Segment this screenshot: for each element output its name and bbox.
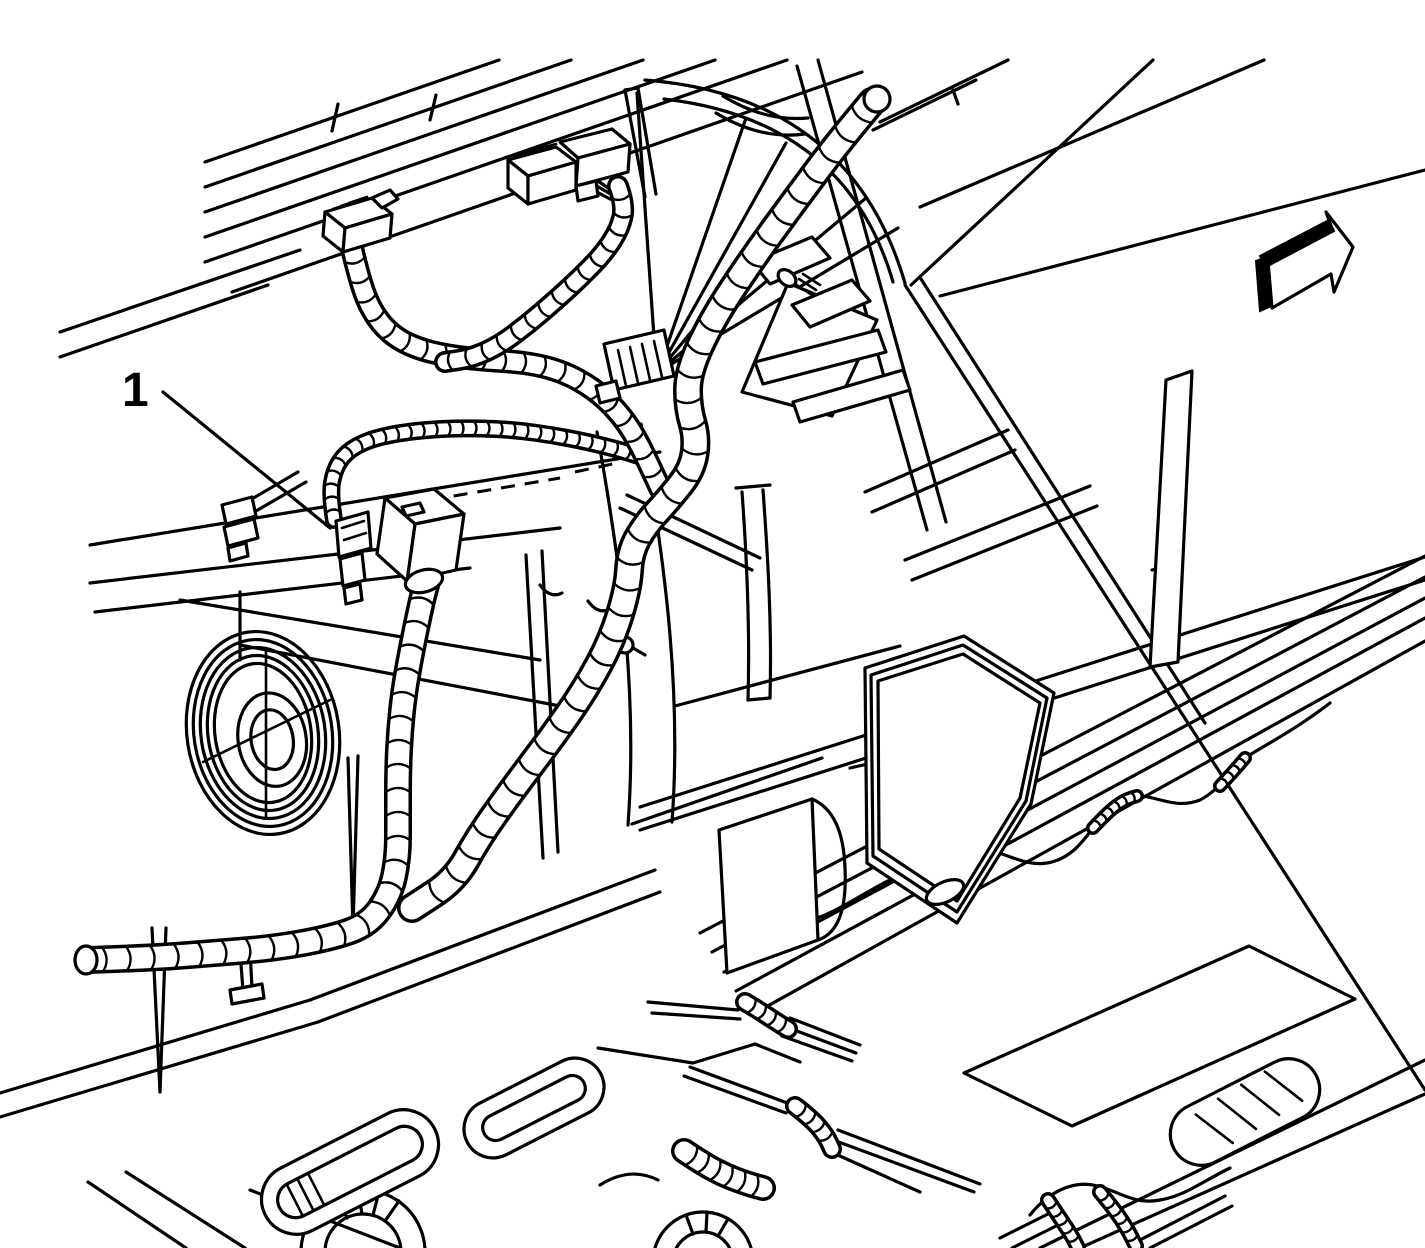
harness-connectors-and-relay: [220, 127, 676, 606]
direction-arrow-icon: [1254, 210, 1355, 313]
callout-1: 1: [122, 364, 332, 530]
callout-1-leader-line: [161, 390, 332, 530]
callout-1-label: 1: [122, 364, 149, 417]
body-structure-lines: [0, 58, 1425, 1248]
door-speaker: [184, 629, 342, 837]
wiring-harness-tubes: [73, 84, 1252, 1248]
